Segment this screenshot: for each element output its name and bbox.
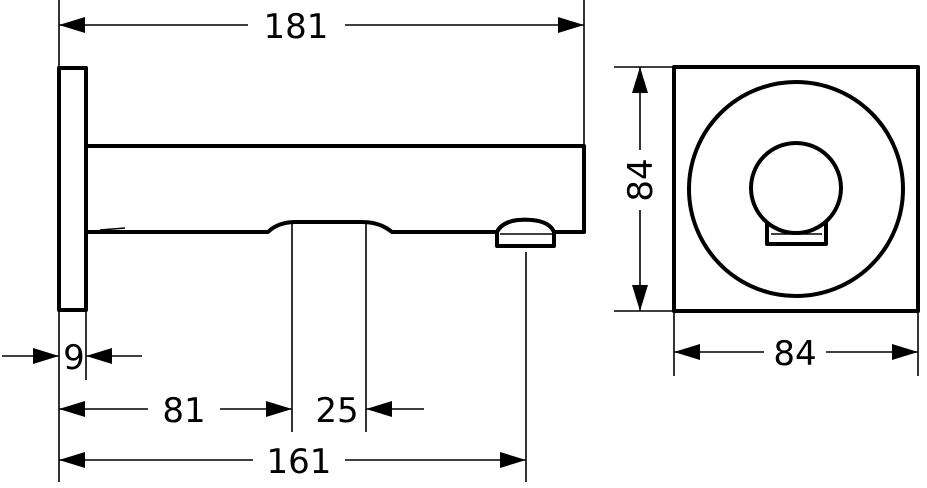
side-view: 181 9 81 25 16 <box>2 0 586 482</box>
wall-flange <box>57 66 88 312</box>
dimension-label-9: 9 <box>63 338 85 378</box>
dimension-label-25: 25 <box>315 391 358 431</box>
arrowhead <box>33 348 59 364</box>
dimension-plate-height: 84 <box>621 67 661 311</box>
dimension-label-81: 81 <box>162 391 205 431</box>
dimension-label-161: 161 <box>267 442 332 482</box>
dimension-label-84-horizontal: 84 <box>773 334 816 374</box>
arrowhead <box>366 401 392 417</box>
spout-outlet <box>495 217 556 248</box>
dimension-label-84-vertical: 84 <box>621 158 661 201</box>
spout-detail-mark <box>99 227 126 231</box>
spout-cross-section <box>749 141 843 235</box>
dimension-plate-width: 84 <box>674 334 918 374</box>
arrowhead <box>674 344 700 360</box>
arrowhead <box>59 401 85 417</box>
front-view: 84 84 <box>614 65 920 376</box>
arrowhead <box>500 452 526 468</box>
arrowhead <box>632 285 648 311</box>
arrowhead <box>632 67 648 93</box>
dimension-label-181: 181 <box>264 7 329 47</box>
arrowhead <box>59 17 85 33</box>
dimension-total-length: 181 <box>59 7 584 47</box>
arrowhead <box>558 17 584 33</box>
arrowhead <box>266 401 292 417</box>
arrowhead <box>59 452 85 468</box>
dimension-flange-thickness: 9 <box>2 338 142 378</box>
dimension-flange-to-sensor: 81 <box>59 391 292 431</box>
dimension-flange-to-outlet: 161 <box>59 442 526 482</box>
arrowhead <box>86 348 112 364</box>
spout-body <box>84 144 586 234</box>
arrowhead <box>892 344 918 360</box>
dimension-sensor-width: 25 <box>315 391 424 431</box>
